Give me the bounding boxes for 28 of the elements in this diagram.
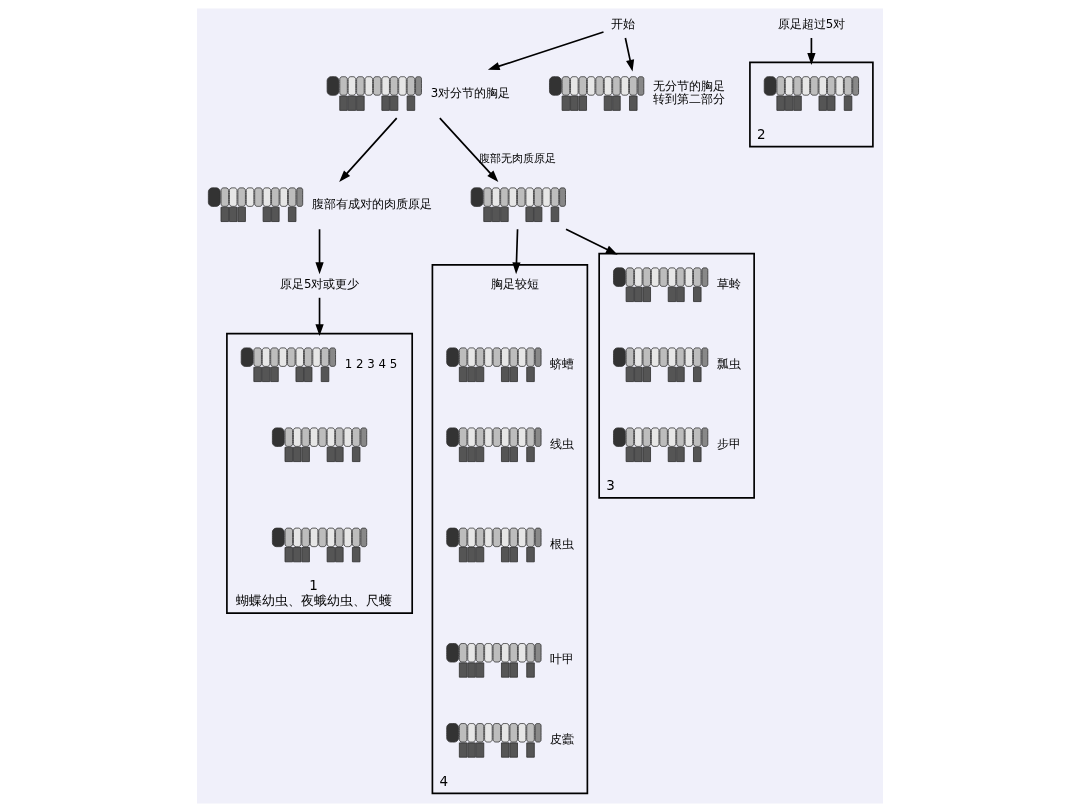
node-label: 叶甲 bbox=[550, 652, 575, 667]
node-label: 瓢虫 bbox=[717, 356, 742, 371]
node-label: 无分节的胸足 bbox=[653, 79, 726, 94]
arrow bbox=[315, 296, 324, 337]
node-label: 步甲 bbox=[717, 436, 742, 451]
node-label: 根虫 bbox=[550, 537, 575, 552]
node-text: 原足超过5对 bbox=[777, 17, 846, 32]
node-text: 胸足较短 bbox=[491, 277, 540, 292]
arrow bbox=[315, 228, 324, 275]
node-label: 蛴螬 bbox=[550, 356, 575, 371]
arrow bbox=[512, 228, 521, 275]
node-label: 1 2 3 4 5 bbox=[344, 356, 398, 371]
node-label: 腹部有成对的肉质原足 bbox=[311, 196, 432, 211]
arrow bbox=[339, 117, 398, 183]
arrow bbox=[565, 228, 618, 255]
edge-label: 腹部无肉质原足 bbox=[478, 152, 556, 166]
arrow bbox=[439, 117, 499, 183]
node-label: 线虫 bbox=[550, 436, 575, 451]
node-label: 皮蠹 bbox=[550, 732, 575, 747]
arrow bbox=[807, 37, 816, 65]
arrow bbox=[624, 37, 635, 72]
arrow bbox=[487, 31, 605, 71]
node-label: 3对分节的胸足 bbox=[430, 85, 511, 100]
cluster: 2 bbox=[749, 61, 874, 148]
node-text: 原足5对或更少 bbox=[279, 277, 360, 292]
node-label: 转到第二部分 bbox=[653, 91, 726, 106]
node-text: 开始 bbox=[610, 17, 635, 32]
node-label: 草蛉 bbox=[717, 276, 742, 291]
